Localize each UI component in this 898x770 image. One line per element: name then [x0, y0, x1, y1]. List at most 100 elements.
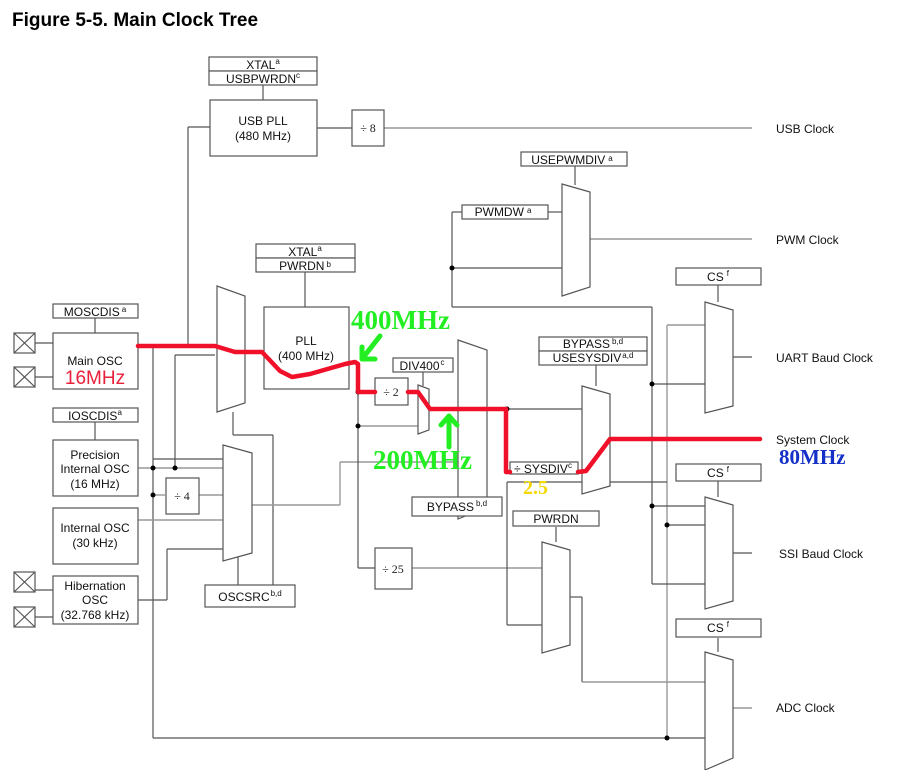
hib-osc-line2: OSC [82, 593, 108, 607]
figure-title: Figure 5-5. Main Clock Tree [12, 10, 259, 31]
svg-text:IOSCDISa: IOSCDISa [68, 408, 122, 423]
ssi-mux [704, 496, 734, 610]
sysdiv-label: ÷ SYSDIVc [514, 461, 572, 476]
svg-text:DIV400c: DIV400c [399, 358, 444, 373]
svg-text:XTALa: XTALa [288, 244, 322, 259]
uart-baud-clock-label: UART Baud Clock [776, 351, 874, 365]
div8-block: ÷ 8 [351, 109, 385, 147]
adc-mux [704, 651, 734, 770]
svg-text:PWRDN: PWRDN [533, 512, 578, 526]
svg-text:OSCSRCb,d: OSCSRCb,d [218, 589, 281, 604]
usb-pll-block: USB PLL (480 MHz) [209, 99, 318, 157]
pwrdn-adc-label: PWRDN [512, 510, 600, 527]
junction-dot [150, 465, 156, 471]
crystal-pin-icon [13, 571, 36, 593]
adc-clock-label: ADC Clock [776, 701, 836, 715]
usesysdiv-mux [581, 385, 611, 495]
internal-osc-line2: (30 kHz) [72, 536, 117, 550]
pll-title: PLL [295, 334, 317, 348]
system-clock-freq-annotation: 80MHz [779, 445, 845, 469]
main-osc-block: Main OSC 16MHz [52, 332, 139, 390]
annotations: 400MHz 200MHz 2.5 80MHz [351, 305, 845, 499]
oscsrc-label: OSCSRCb,d [204, 584, 296, 608]
pwrdn-mux [541, 541, 571, 654]
output-labels: USB Clock PWM Clock UART Baud Clock Syst… [776, 122, 874, 715]
ioscdis-label: IOSCDISa [52, 407, 139, 423]
svg-text:CSf: CSf [707, 269, 730, 284]
osc-source-mux [222, 444, 253, 562]
highlighted-clock-path [135, 343, 763, 475]
svg-text:USBPWRDNc: USBPWRDNc [226, 71, 300, 86]
junction-dot [449, 265, 455, 271]
junction-dot [649, 381, 655, 387]
junction-dot [664, 522, 670, 528]
crystal-pin-icon [13, 606, 36, 628]
piosc-line3: (16 MHz) [70, 477, 119, 491]
piosc-line1: Precision [70, 448, 119, 462]
sysdiv-block: ÷ SYSDIVc [509, 461, 579, 476]
internal-osc-line1: Internal OSC [60, 521, 130, 535]
system-clock-label: System Clock [776, 433, 850, 447]
div25-label: ÷ 25 [382, 562, 404, 576]
pwm-clock-label: PWM Clock [776, 233, 840, 247]
crystal-pin-icon [13, 366, 36, 388]
hibernation-osc-block: Hibernation OSC (32.768 kHz) [52, 575, 139, 625]
hib-osc-line1: Hibernation [64, 579, 125, 593]
bypass-mux [457, 339, 488, 520]
sysdiv-value-annotation: 2.5 [523, 477, 548, 499]
junction-dot [664, 735, 670, 741]
main-osc-freq-annotation: 16MHz [65, 368, 125, 389]
hib-osc-line3: (32.768 kHz) [61, 608, 130, 622]
piosc-block: Precision Internal OSC (16 MHz) [52, 439, 139, 497]
wires [35, 85, 752, 739]
svg-text:CSf: CSf [707, 620, 730, 635]
uart-mux [704, 301, 734, 414]
svg-text:USESYSDIVa,d: USESYSDIVa,d [553, 351, 634, 365]
pwm-mux [561, 183, 591, 297]
pll-block: PLL (400 MHz) [263, 306, 350, 390]
crystal-pin-icon [13, 332, 36, 354]
div2-output-annotation: 200MHz [373, 445, 472, 475]
piosc-line2: Internal OSC [60, 462, 130, 476]
junction-dot [355, 423, 361, 429]
div400-label: DIV400c [392, 357, 454, 373]
svg-text:CSf: CSf [707, 465, 730, 480]
div4-label: ÷ 4 [174, 489, 190, 503]
svg-text:XTALa: XTALa [246, 57, 280, 72]
usb-pll-title: USB PLL [238, 114, 288, 128]
usbpwrdn-label: USBPWRDNc [208, 70, 318, 86]
div2-label: ÷ 2 [383, 385, 399, 399]
crystal-pins [13, 332, 36, 628]
internal-osc-block: Internal OSC (30 kHz) [52, 507, 139, 565]
main-osc-title: Main OSC [67, 354, 123, 368]
pll-output-annotation: 400MHz [351, 305, 450, 335]
usesysdiv-label: USESYSDIVa,d [538, 350, 648, 366]
div25-block: ÷ 25 [374, 547, 413, 590]
div4-block: ÷ 4 [165, 477, 200, 515]
usb-pll-freq: (480 MHz) [235, 129, 291, 143]
usb-clock-label: USB Clock [776, 122, 835, 136]
div8-label: ÷ 8 [360, 121, 376, 135]
junction-dot [150, 492, 156, 498]
arrow-down-left-icon [359, 333, 383, 362]
junction-dot [172, 465, 178, 471]
div2-block: ÷ 2 [374, 377, 409, 406]
muxes [216, 183, 734, 770]
ssi-baud-clock-label: SSI Baud Clock [779, 547, 864, 561]
